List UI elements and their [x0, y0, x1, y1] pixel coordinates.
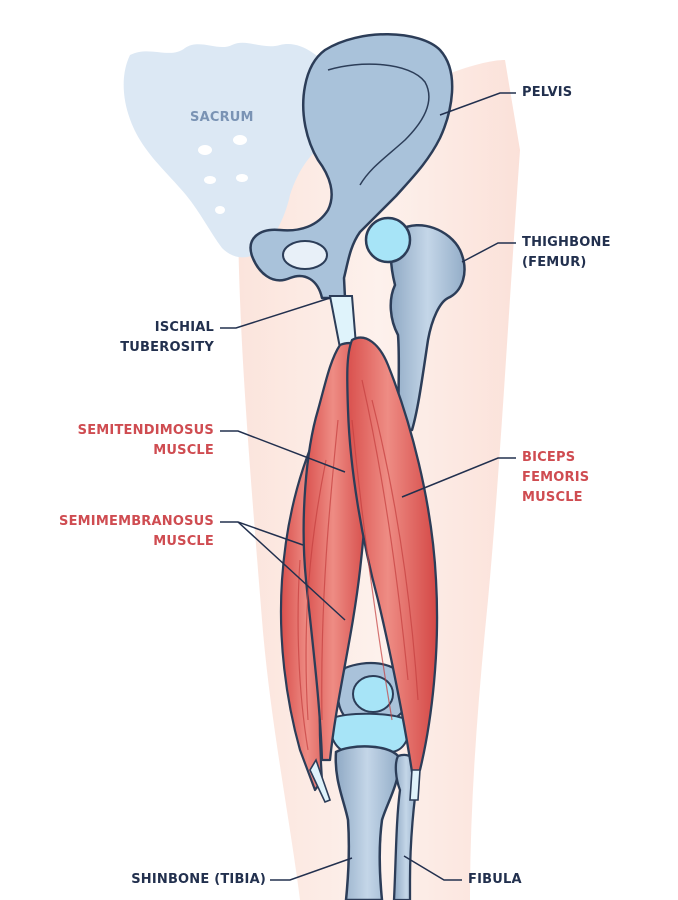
sacrum-label: SACRUM: [190, 108, 254, 128]
patella-cartilage: [352, 675, 394, 713]
leader-lines: [220, 92, 516, 881]
sacrum-bone: [123, 42, 332, 258]
thighbone-label: THIGHBONE (FEMUR): [522, 233, 611, 273]
tibia-leader: [270, 857, 353, 881]
biceps-muscle-text: MUSCLE: [522, 490, 583, 505]
tibia-bone: [334, 745, 400, 900]
fibula-label: FIBULA: [468, 870, 522, 890]
semimembranosus-label: SEMIMEMBRANOSUS MUSCLE: [59, 512, 214, 552]
biceps-text: BICEPS: [522, 450, 576, 465]
shinbone-label: SHINBONE (TIBIA): [131, 870, 266, 890]
fibula-leader: [403, 855, 462, 881]
obturator-foramen: [282, 240, 328, 270]
pelvis-leader: [439, 92, 516, 116]
semitendinosus-leader: [220, 430, 346, 473]
sacral-foramina: [198, 135, 248, 214]
pelvis-bone: [249, 33, 454, 300]
thighbone-text: THIGHBONE: [522, 235, 611, 250]
sacrum-text: SACRUM: [190, 110, 254, 125]
ischial-text: ISCHIAL: [154, 320, 214, 335]
fibula-text: FIBULA: [468, 872, 522, 887]
femoral-head-cartilage: [364, 216, 412, 264]
femur-bone: [389, 224, 466, 432]
femoris-text: FEMORIS: [522, 470, 590, 485]
semitendinosus-label: SEMITENDIMOSUS MUSCLE: [78, 421, 214, 461]
tuberosity-text: TUBEROSITY: [120, 340, 214, 355]
semimembranosus-text: SEMIMEMBRANOSUS: [59, 514, 214, 529]
semitendinosus-text: SEMITENDIMOSUS: [77, 423, 214, 438]
femur-text: (FEMUR): [522, 255, 587, 270]
shinbone-text: SHINBONE (TIBIA): [131, 872, 266, 887]
femur-leader: [461, 242, 516, 263]
semimembranosus-leader-b: [237, 521, 346, 621]
ischial-tuberosity-label: ISCHIAL TUBEROSITY: [120, 318, 214, 358]
biceps-leader: [401, 457, 516, 498]
muscle-fibers: [297, 379, 419, 751]
ischial-leader: [220, 297, 331, 329]
semitendinosus-muscle-text: MUSCLE: [153, 443, 214, 458]
biceps-femoris-label: BICEPS FEMORIS MUSCLE: [522, 448, 589, 508]
semimembranosus-muscle-text: MUSCLE: [153, 534, 214, 549]
pelvis-text: PELVIS: [522, 85, 573, 100]
pelvis-label: PELVIS: [522, 83, 572, 103]
